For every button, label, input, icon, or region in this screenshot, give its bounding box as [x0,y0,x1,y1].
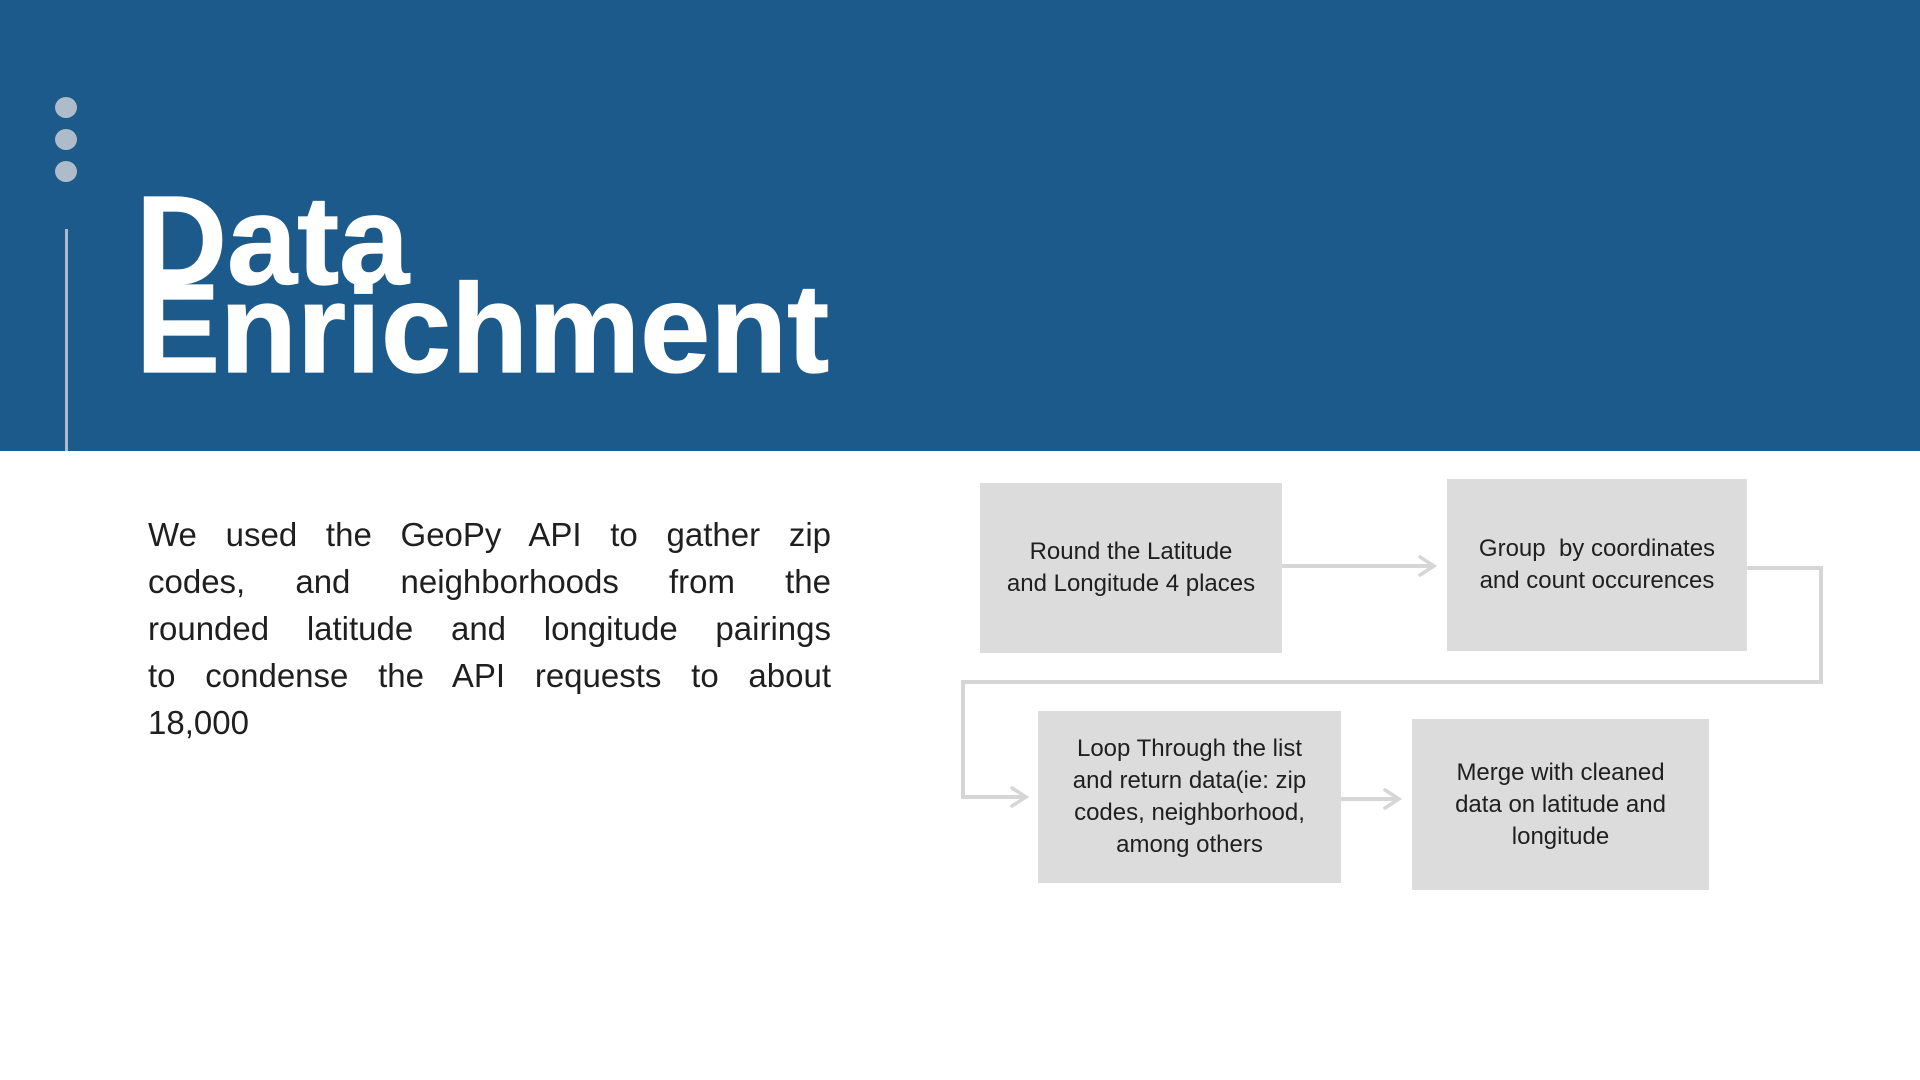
decor-dots [55,97,77,193]
dot-icon [55,161,77,182]
flow-step-merge-cleaned: Merge with cleaned data on latitude and … [1412,719,1709,890]
flow-step-loop-list: Loop Through the list and return data(ie… [1038,711,1341,883]
dot-icon [55,97,77,118]
flow-step-label: Round the Latitude and Longitude 4 place… [1006,538,1256,597]
dot-icon [55,129,77,150]
flow-step-label: Loop Through the list and return data(ie… [1072,735,1307,858]
slide-title: Data Enrichment [135,170,830,399]
flow-step-group-coordinates: Group by coordinates and count occurence… [1447,479,1747,651]
body-paragraph: We used the GeoPy API to gather zip code… [148,516,831,741]
accent-line [65,229,68,451]
header-band [0,0,1920,451]
flow-step-round-latitude: Round the Latitude and Longitude 4 place… [980,483,1282,653]
flow-step-label: Merge with cleaned data on latitude and … [1455,758,1666,850]
flow-step-label: Group by coordinates and count occurence… [1478,535,1716,594]
